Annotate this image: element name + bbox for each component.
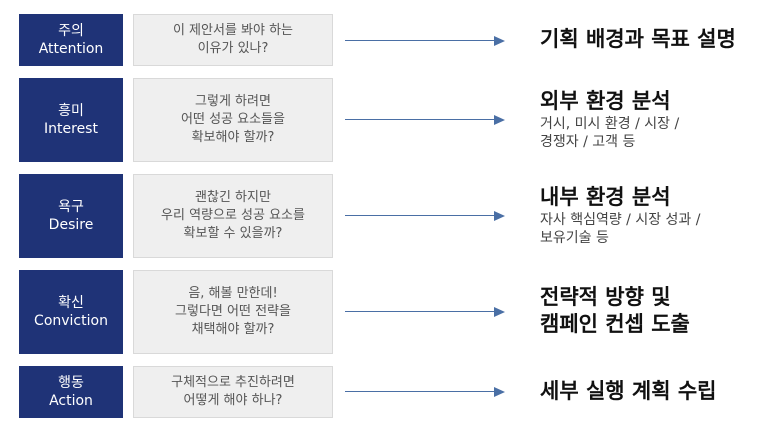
arrow-right-icon [345, 307, 505, 317]
result-main: 전략적 방향 및 [540, 285, 671, 309]
question-line: 채택해야 할까? [191, 322, 275, 337]
result-sub: 거시, 미시 환경 / 시장 / [540, 116, 680, 132]
question-line: 확보해야 할까? [191, 130, 275, 145]
question-line: 이 제안서를 봐야 하는 [172, 23, 294, 38]
stage-box-attention: 주의 Attention [19, 14, 123, 66]
question-box-attention: 이 제안서를 봐야 하는 이유가 있나? [133, 14, 333, 66]
question-line: 괜찮긴 하지만 [195, 190, 271, 205]
question-line: 그렇다면 어떤 전략을 [175, 304, 291, 319]
result-sub: 경쟁자 / 고객 등 [540, 134, 636, 150]
question-box-interest: 그렇게 하려면 어떤 성공 요소들을 확보해야 할까? [133, 78, 333, 162]
result-sub: 자사 핵심역량 / 시장 성과 / [540, 212, 701, 228]
result-main: 외부 환경 분석 [540, 89, 671, 113]
question-box-action: 구체적으로 추진하려면 어떻게 해야 하나? [133, 366, 333, 418]
stage-label-en: Action [49, 393, 93, 409]
stage-box-interest: 흥미 Interest [19, 78, 123, 162]
stage-box-conviction: 확신 Conviction [19, 270, 123, 354]
arrow-right-icon [345, 387, 505, 397]
result-main: 내부 환경 분석 [540, 185, 671, 209]
question-line: 그렇게 하려면 [195, 94, 271, 109]
result-desire: 내부 환경 분석 자사 핵심역량 / 시장 성과 / 보유기술 등 [540, 184, 770, 247]
result-interest: 외부 환경 분석 거시, 미시 환경 / 시장 / 경쟁자 / 고객 등 [540, 88, 770, 151]
stage-label-ko: 욕구 [58, 199, 84, 215]
arrow-right-icon [345, 211, 505, 221]
question-line: 구체적으로 추진하려면 [171, 375, 295, 390]
stage-label-ko: 행동 [58, 375, 84, 391]
result-attention: 기획 배경과 목표 설명 [540, 26, 770, 53]
result-main: 세부 실행 계획 수립 [540, 379, 717, 403]
question-line: 어떻게 해야 하나? [183, 393, 283, 408]
question-line: 이유가 있나? [197, 41, 269, 56]
result-action: 세부 실행 계획 수립 [540, 378, 770, 405]
stage-label-en: Conviction [34, 313, 108, 329]
stage-box-desire: 욕구 Desire [19, 174, 123, 258]
arrow-right-icon [345, 36, 505, 46]
stage-label-ko: 주의 [58, 23, 84, 39]
result-sub: 보유기술 등 [540, 230, 609, 246]
question-box-desire: 괜찮긴 하지만 우리 역량으로 성공 요소를 확보할 수 있을까? [133, 174, 333, 258]
question-line: 어떤 성공 요소들을 [181, 112, 285, 127]
arrow-right-icon [345, 115, 505, 125]
result-main: 캠페인 컨셉 도출 [540, 312, 690, 336]
stage-box-action: 행동 Action [19, 366, 123, 418]
result-conviction: 전략적 방향 및 캠페인 컨셉 도출 [540, 284, 770, 338]
question-line: 음, 해볼 만한데! [188, 286, 278, 301]
stage-label-en: Attention [38, 41, 104, 57]
question-box-conviction: 음, 해볼 만한데! 그렇다면 어떤 전략을 채택해야 할까? [133, 270, 333, 354]
stage-label-en: Desire [48, 217, 94, 233]
question-line: 확보할 수 있을까? [183, 226, 283, 241]
stage-label-en: Interest [44, 121, 98, 137]
question-line: 우리 역량으로 성공 요소를 [161, 208, 305, 223]
stage-label-ko: 흥미 [58, 103, 84, 119]
result-main: 기획 배경과 목표 설명 [540, 27, 736, 51]
stage-label-ko: 확신 [58, 295, 84, 311]
